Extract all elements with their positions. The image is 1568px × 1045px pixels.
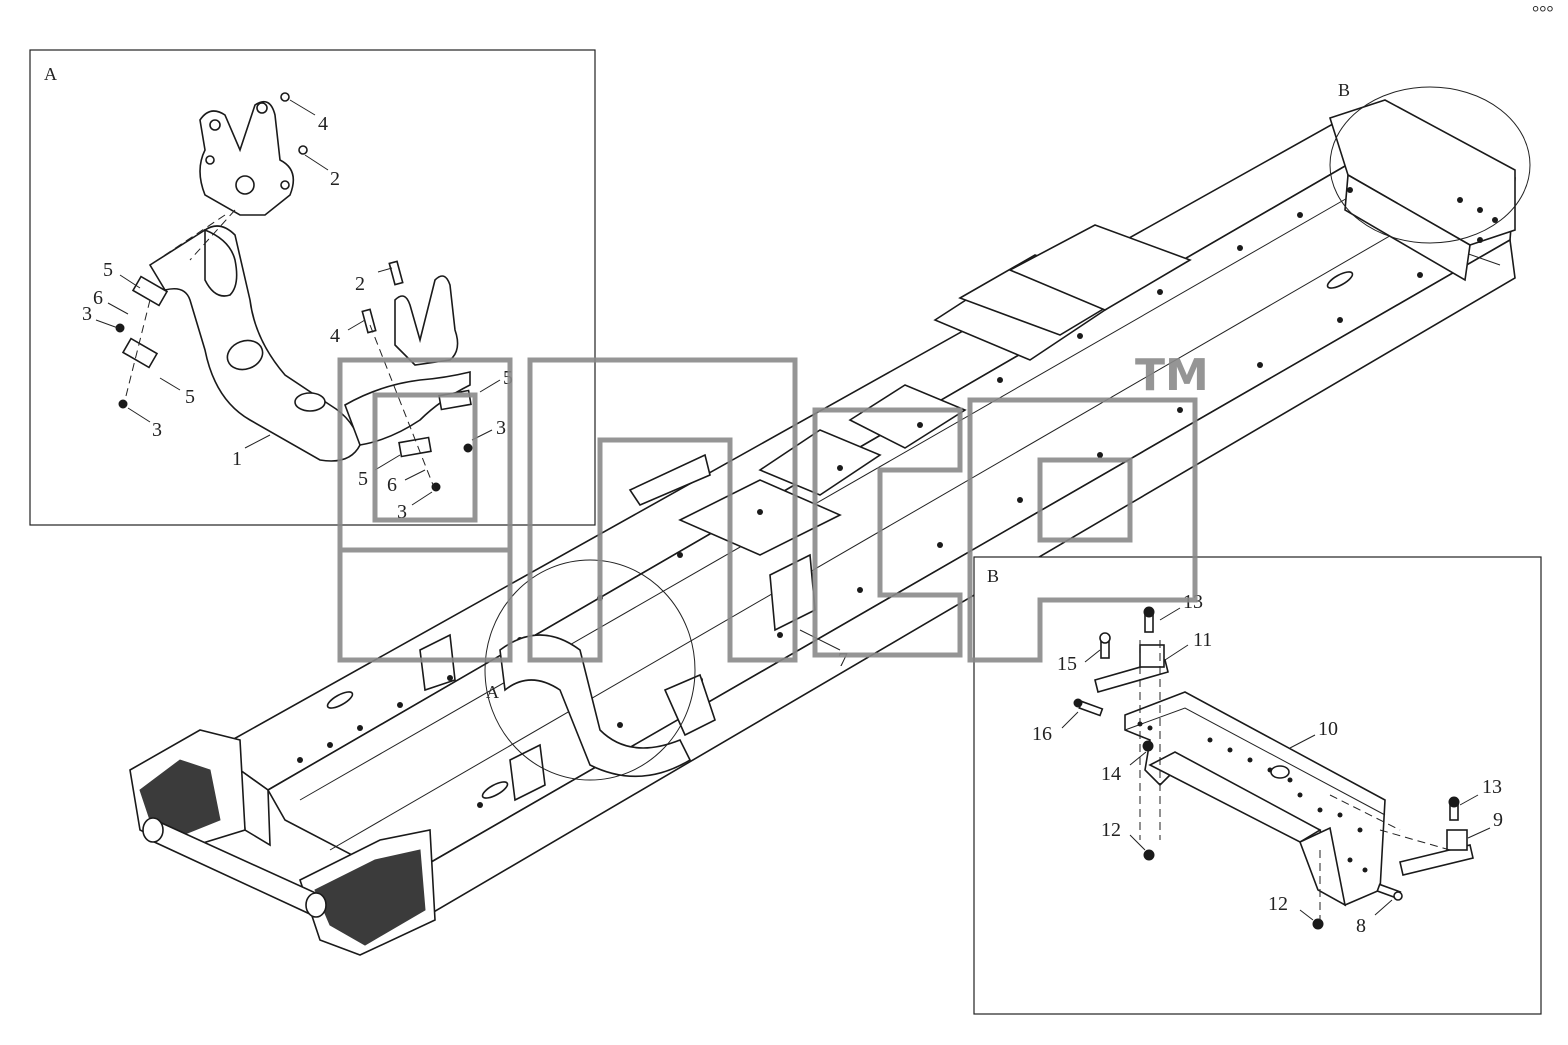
detail-A-callout-4: 4 [318,113,328,135]
detail-B-callout-10: 10 [1318,718,1338,740]
detail-circle-A [484,559,696,781]
front-suspension-brackets [129,729,436,956]
detail-B-callout-16: 16 [1032,723,1052,745]
detail-A-title: A [44,64,57,84]
chassis-frame [129,99,1516,956]
detail-A-callout-2: 2 [330,168,340,190]
detail-A-callout-3c: 3 [496,417,506,439]
detail-A-callout-1: 1 [232,448,242,470]
view-label-B: B [1338,80,1350,100]
leader-7 [799,629,841,651]
detail-A-callout-3d: 3 [397,501,407,523]
detail-A-callout-5d: 5 [358,468,368,490]
detail-circle-B [1329,86,1531,244]
detail-B-callout-12b: 12 [1268,893,1288,915]
detail-A-callout-5: 5 [103,259,113,281]
detail-A-callout-6b: 6 [387,474,397,496]
detail-A-callout-3: 3 [82,303,92,325]
detail-A-callout-5b: 5 [185,386,195,408]
detail-B-callout-8: 8 [1356,915,1366,937]
detail-view-B: B [973,556,1542,1015]
detail-view-A: A [29,49,596,526]
detail-B-callout-9: 9 [1493,809,1503,831]
detail-B-callout-15: 15 [1057,653,1077,675]
detail-A-callout-2b: 2 [355,273,365,295]
detail-A-callout-6: 6 [93,287,103,309]
detail-B-callout-12: 12 [1101,819,1121,841]
watermark-trademark: TM [1135,350,1209,401]
detail-B-callout-13b: 13 [1482,776,1502,798]
view-label-A: A [486,682,499,702]
detail-B-title: B [987,566,999,586]
callout-7: 7 [838,649,848,671]
detail-B-callout-11: 11 [1193,629,1212,651]
detail-A-callout-3b: 3 [152,419,162,441]
corner-mark: °°° [1532,2,1554,22]
detail-A-callout-4b: 4 [330,325,340,347]
detail-B-callout-14: 14 [1101,763,1121,785]
watermark-logo: TM [337,350,1209,663]
